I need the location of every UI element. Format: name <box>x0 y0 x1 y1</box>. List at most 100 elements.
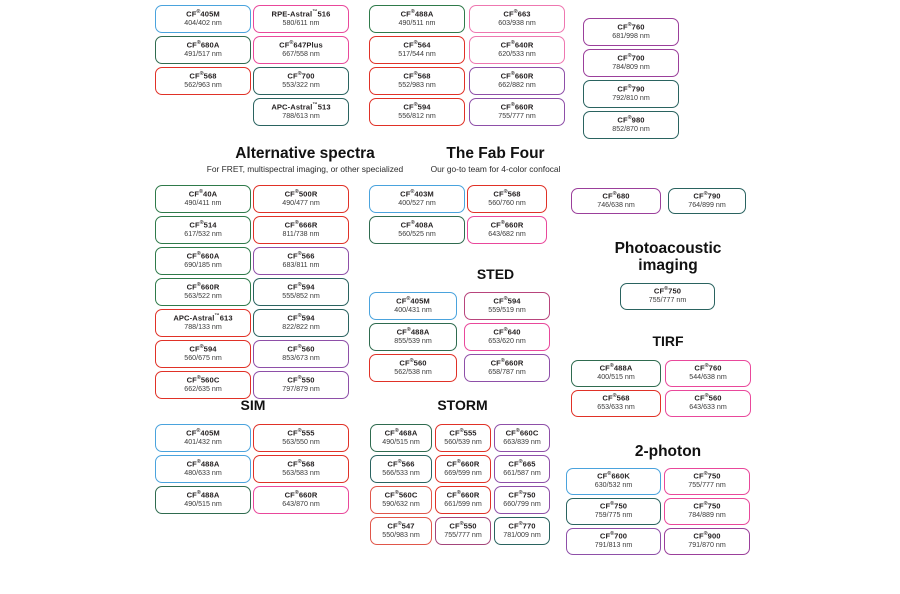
trademark-symbol: ® <box>397 520 402 527</box>
dye-name: CF®560C <box>186 374 220 385</box>
trademark-symbol: ® <box>413 70 418 77</box>
dye-name: CF®663 <box>503 8 531 19</box>
trademark-symbol: ® <box>413 39 418 46</box>
dye-name: CF®750 <box>599 501 628 511</box>
dye-name: CF®750 <box>693 471 721 481</box>
dye-spectra: 580/611 nm <box>282 18 320 27</box>
dye-name: CF®564 <box>403 39 431 50</box>
dye-spectra: 681/998 nm <box>612 31 650 40</box>
dye-name: CF®647Plus <box>279 39 323 50</box>
trademark-symbol: ® <box>397 458 402 465</box>
trademark-symbol: ® <box>627 52 632 59</box>
dye-name: CF®660K <box>597 471 630 481</box>
dye-name: CF®660A <box>186 250 220 261</box>
dye-name: CF®408A <box>400 219 434 230</box>
dye-name: CF®660R <box>500 70 534 81</box>
dye-name: CF®760 <box>694 363 722 373</box>
trademark-symbol: ® <box>703 531 708 538</box>
dye-spectra: 490/511 nm <box>398 18 436 27</box>
trademark-symbol: ® <box>510 101 515 108</box>
dye-spectra: 852/870 nm <box>612 124 650 133</box>
dye-spectra: 490/515 nm <box>184 499 222 508</box>
dye-spectra: 690/185 nm <box>184 260 222 269</box>
trademark-symbol: ® <box>627 114 632 121</box>
dye-name: CF®405M <box>396 295 430 306</box>
